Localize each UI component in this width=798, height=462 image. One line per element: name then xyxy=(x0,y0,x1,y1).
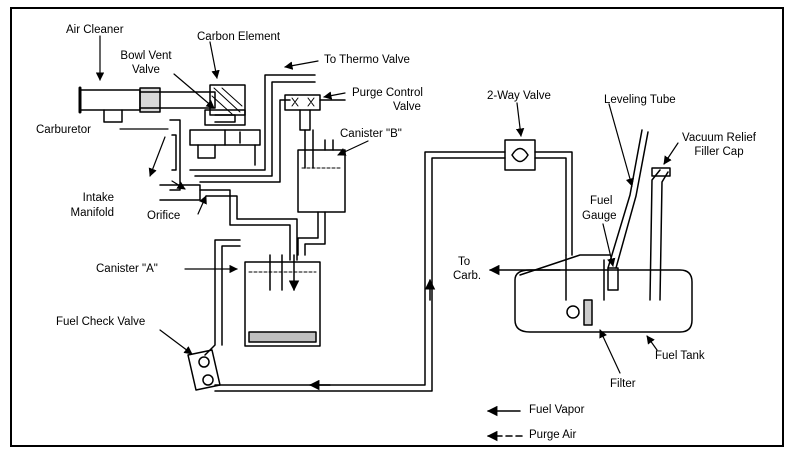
canister-a-shape xyxy=(244,254,321,347)
two-way-valve-shape xyxy=(504,139,573,256)
leader-lines xyxy=(95,35,679,374)
label-orifice: Orifice xyxy=(147,210,181,222)
label-purge-control-valve-line2: Valve xyxy=(393,101,421,113)
label-intake-manifold-line1: Intake xyxy=(82,192,114,204)
vapor-line-left xyxy=(204,239,241,356)
leveling-tube-shape xyxy=(607,129,671,301)
label-fuel-check-valve: Fuel Check Valve xyxy=(56,316,146,328)
label-canister-a: Canister "A" xyxy=(96,263,158,275)
carburetor-shape xyxy=(159,119,201,201)
label-to-thermo-valve: To Thermo Valve xyxy=(324,54,410,66)
label-purge-control-valve-line1: Purge Control xyxy=(352,87,423,99)
label-filter: Filter xyxy=(610,378,636,390)
fuel-tank-shape xyxy=(488,254,693,333)
label-fuel-gauge-line2: Gauge xyxy=(582,210,617,222)
label-fuel-tank: Fuel Tank xyxy=(655,350,705,362)
diagram-frame xyxy=(10,7,784,447)
purge-control-valve-shape xyxy=(284,94,346,131)
fuel-check-valve-shape xyxy=(187,349,221,391)
label-air-cleaner: Air Cleaner xyxy=(66,24,124,36)
vapor-line-bottom xyxy=(214,151,506,392)
label-canister-b: Canister "B" xyxy=(340,128,402,140)
legend-purge-air-label: Purge Air xyxy=(529,429,577,441)
label-to-carb-line2: Carb. xyxy=(453,270,482,282)
label-bowl-vent-valve-line1: Bowl Vent xyxy=(120,50,172,62)
legend-symbols xyxy=(486,405,523,442)
label-to-carb-line1: To xyxy=(458,256,471,268)
label-carbon-element: Carbon Element xyxy=(197,31,281,43)
label-vacuum-relief-line2: Filler Cap xyxy=(694,146,744,158)
label-intake-manifold-line2: Manifold xyxy=(70,207,114,219)
bowl-vent-valve-shape xyxy=(189,109,261,159)
air-cleaner-shape xyxy=(78,84,246,123)
legend-fuel-vapor-label: Fuel Vapor xyxy=(529,404,585,416)
label-two-way-valve: 2-Way Valve xyxy=(487,90,551,102)
label-carburetor: Carburetor xyxy=(36,124,91,136)
label-leveling-tube: Leveling Tube xyxy=(604,94,676,106)
label-vacuum-relief-line1: Vacuum Relief xyxy=(682,132,756,144)
label-bowl-vent-valve-line2: Valve xyxy=(132,64,160,76)
canister-b-shape xyxy=(297,129,346,256)
label-fuel-gauge-line1: Fuel xyxy=(590,195,613,207)
vapor-lines-upper xyxy=(189,74,316,261)
